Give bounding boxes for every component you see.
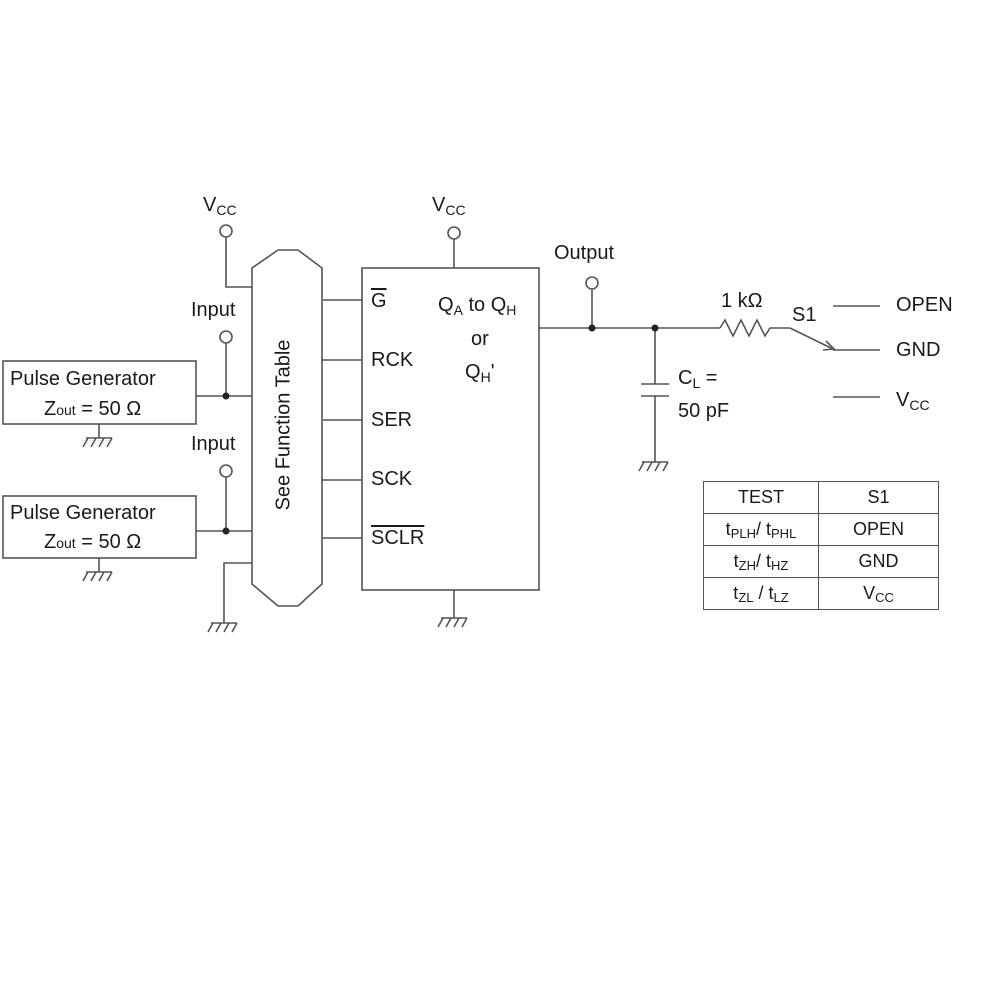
ic-ground-hatch <box>437 617 468 628</box>
pin-sck-label: SCK <box>371 468 413 490</box>
table-row: tZH/ tHZ GND <box>703 545 939 578</box>
vcc-label-left: VCC <box>203 194 237 218</box>
input-label-2: Input <box>191 433 236 455</box>
ic-output-or: or <box>471 328 489 350</box>
pulse-generator-title-2: Pulse Generator <box>10 502 156 524</box>
switch-s1-label: S1 <box>792 304 817 326</box>
ic-output-qa-qh: QA to QH <box>438 294 517 318</box>
pin-sclr-label: SCLR <box>371 527 425 549</box>
switch-s1-arm <box>789 327 834 350</box>
function-table-label: See Function Table <box>272 339 295 511</box>
table-header-s1: S1 <box>818 481 939 514</box>
junction-input-2 <box>222 527 230 535</box>
function-block-ground-wire <box>223 562 252 623</box>
pin-ser-label: SER <box>371 409 413 431</box>
input-label-1: Input <box>191 299 236 321</box>
function-ground-hatch <box>207 622 238 633</box>
pulse-generator-zout-1: Zout = 50 Ω <box>44 398 142 420</box>
switch-open-label: OPEN <box>896 294 953 316</box>
table-cell-s1: OPEN <box>818 513 939 546</box>
function-table-block <box>251 249 323 607</box>
vcc-label-ic: VCC <box>432 194 466 218</box>
capacitor-ground-hatch <box>638 461 669 472</box>
pulse-generator-zout-2: Zout = 50 Ω <box>44 531 142 553</box>
table-cell-test: tZL / tLZ <box>703 577 819 610</box>
table-header-row: TEST S1 <box>703 481 939 514</box>
resistor-label: 1 kΩ <box>721 290 763 312</box>
vcc-left-wire <box>225 237 252 288</box>
table-row: tPLH/ tPHL OPEN <box>703 513 939 546</box>
switch-gnd-label: GND <box>896 339 941 361</box>
output-label: Output <box>554 242 615 264</box>
junction-capacitor <box>651 324 659 332</box>
capacitor-value: 50 pF <box>678 400 730 422</box>
test-conditions-table: TEST S1 tPLH/ tPHL OPEN tZH/ tHZ GND tZL… <box>703 481 939 610</box>
pg1-ground-hatch <box>82 437 113 448</box>
junction-input-1 <box>222 392 230 400</box>
capacitor-label: CL = <box>678 367 718 391</box>
table-cell-s1: GND <box>818 545 939 578</box>
pin-g-label: G <box>371 290 387 312</box>
switch-s1-arrow <box>822 340 836 351</box>
pin-rck-label: RCK <box>371 349 414 371</box>
junction-output <box>588 324 596 332</box>
table-row: tZL / tLZ VCC <box>703 577 939 610</box>
ic-output-qh-prime: QH' <box>465 361 495 385</box>
table-header-test: TEST <box>703 481 819 514</box>
table-cell-s1: VCC <box>818 577 939 610</box>
ic-box <box>361 267 540 591</box>
switch-vcc-label: VCC <box>896 389 930 413</box>
pulse-generator-title-1: Pulse Generator <box>10 368 156 390</box>
table-cell-test: tZH/ tHZ <box>703 545 819 578</box>
resistor-zigzag <box>719 318 790 338</box>
table-cell-test: tPLH/ tPHL <box>703 513 819 546</box>
pg2-ground-hatch <box>82 571 113 582</box>
